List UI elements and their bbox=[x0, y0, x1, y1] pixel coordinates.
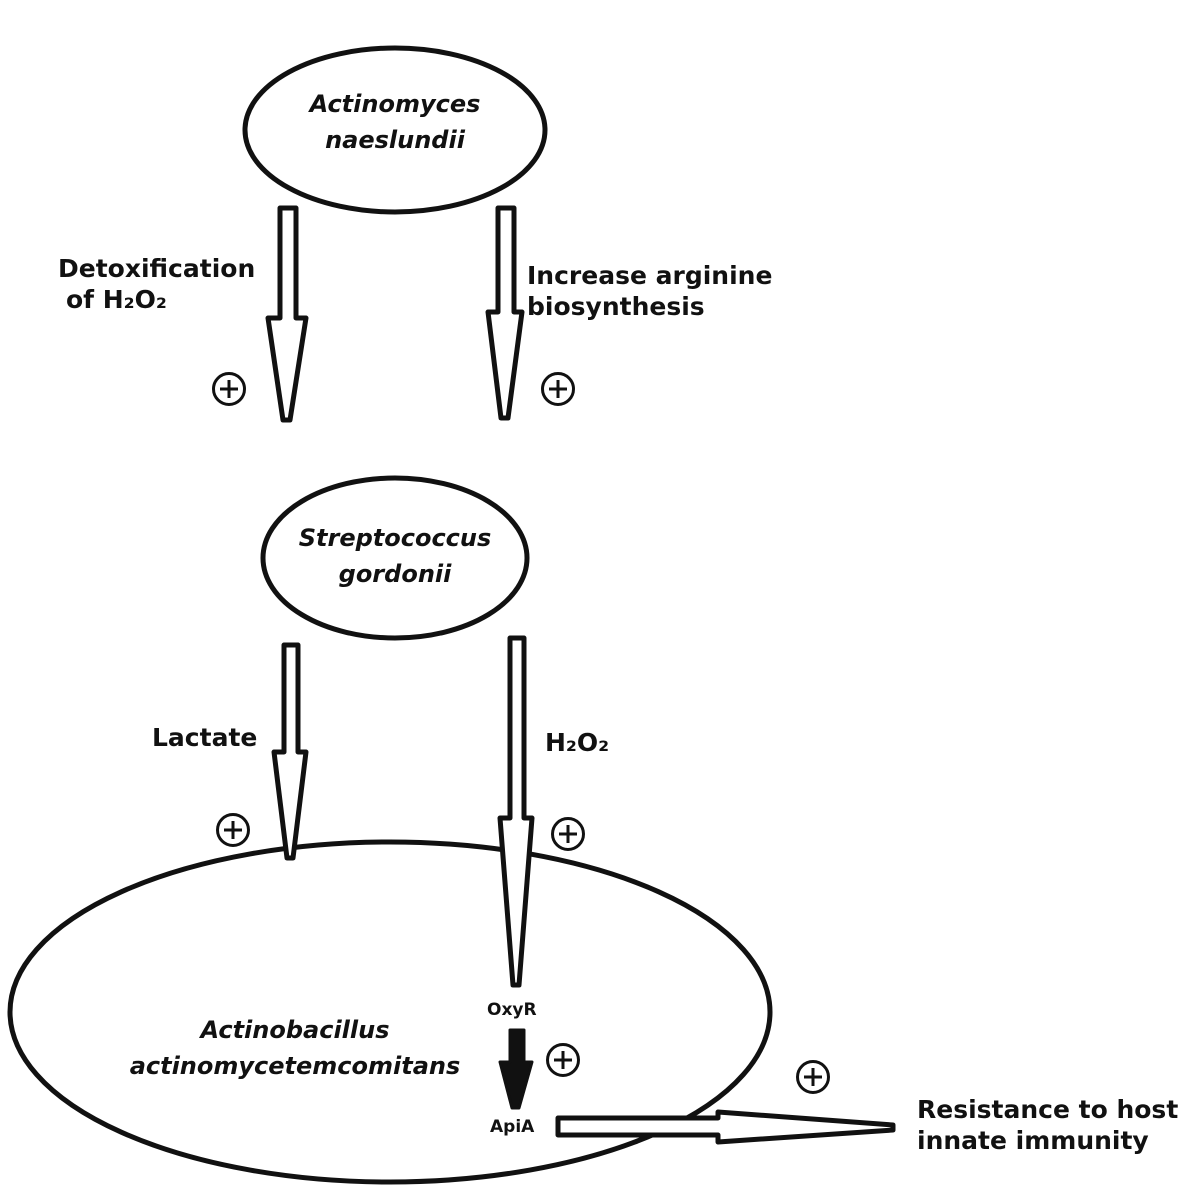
edge-label-arginine-line1: Increase arginine bbox=[527, 261, 773, 290]
arrow-oxyr-apia bbox=[498, 1028, 534, 1110]
edge-label-h2o2: H₂O₂ bbox=[545, 728, 610, 757]
edge-label-resistance: Resistance to host innate immunity bbox=[917, 1094, 1178, 1156]
arrow-lactate bbox=[271, 642, 309, 861]
edge-label-arginine-line2: biosynthesis bbox=[527, 292, 705, 321]
node-streptococcus-shape bbox=[260, 475, 530, 641]
node-streptococcus-label: Streptococcus gordonii bbox=[270, 520, 520, 592]
arrow-h2o2 bbox=[497, 635, 535, 988]
edge-label-detox-line2: of H₂O₂ bbox=[66, 285, 167, 314]
edge-label-resistance-line2: innate immunity bbox=[917, 1126, 1149, 1155]
node-actinobacillus-shape bbox=[7, 839, 773, 1185]
node-actinomyces-label: Actinomyces naeslundii bbox=[280, 86, 510, 158]
node-actinobacillus-species: actinomycetemcomitans bbox=[129, 1052, 461, 1080]
plus-circle-icon bbox=[546, 1043, 580, 1077]
plus-circle-icon bbox=[216, 813, 250, 847]
node-actinobacillus-label: Actinobacillus actinomycetemcomitans bbox=[90, 1012, 500, 1084]
node-actinomyces-genus: Actinomyces bbox=[309, 90, 481, 118]
plus-circle-icon bbox=[551, 817, 585, 851]
edge-label-arginine: Increase arginine biosynthesis bbox=[527, 260, 772, 322]
edge-label-lactate: Lactate bbox=[152, 723, 258, 752]
arrow-detox bbox=[265, 205, 309, 423]
arrow-arginine bbox=[485, 205, 525, 421]
edge-label-apia: ApiA bbox=[490, 1117, 535, 1137]
plus-circle-icon bbox=[796, 1060, 830, 1094]
node-actinobacillus-genus: Actinobacillus bbox=[200, 1016, 390, 1044]
arrow-resistance bbox=[555, 1109, 896, 1145]
node-actinomyces-shape bbox=[242, 45, 548, 215]
edge-label-resistance-line1: Resistance to host bbox=[917, 1095, 1179, 1124]
edge-label-detox-line1: Detoxification bbox=[58, 254, 256, 283]
node-streptococcus-species: gordonii bbox=[338, 560, 452, 588]
edge-label-detox: Detoxification of H₂O₂ bbox=[58, 253, 255, 315]
edge-label-oxyr: OxyR bbox=[487, 1000, 537, 1020]
node-streptococcus-genus: Streptococcus bbox=[298, 524, 492, 552]
node-actinomyces-species: naeslundii bbox=[325, 126, 465, 154]
plus-circle-icon bbox=[212, 372, 246, 406]
plus-circle-icon bbox=[541, 372, 575, 406]
